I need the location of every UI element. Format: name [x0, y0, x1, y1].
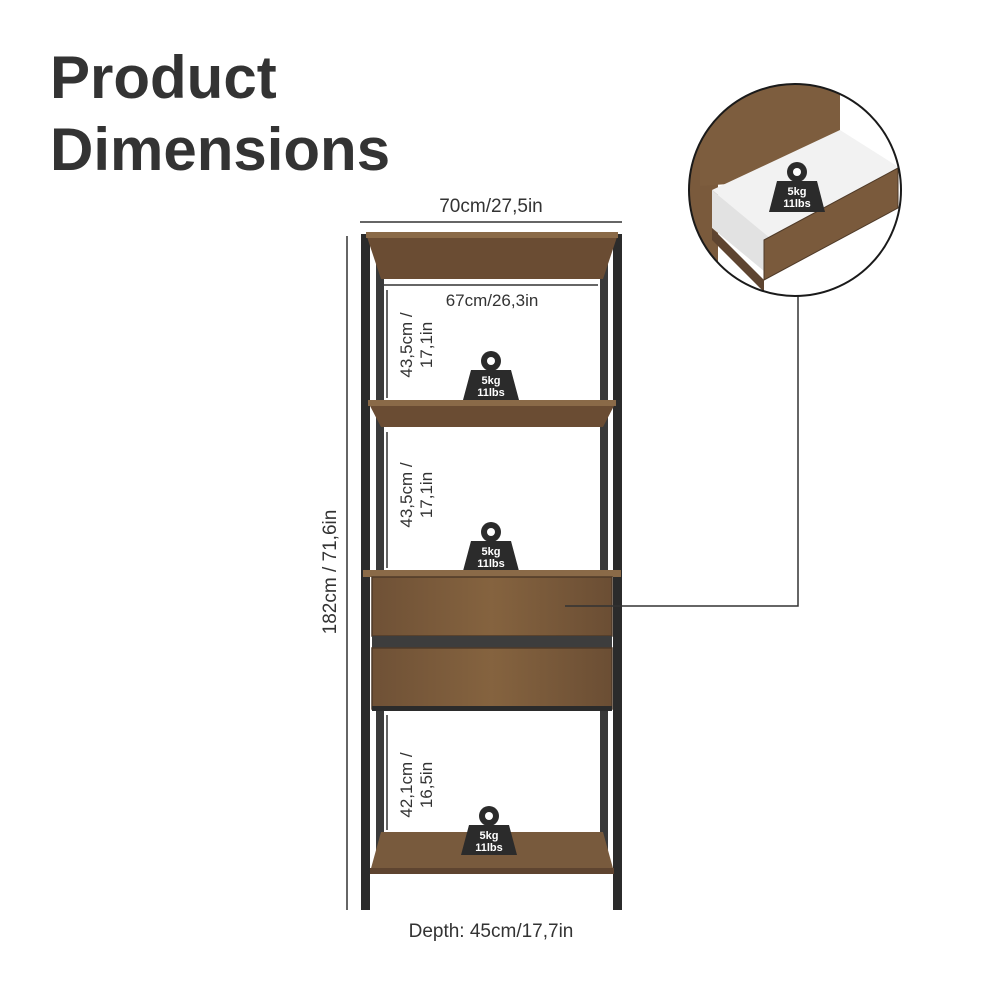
weight-bottom-lbs: 11lbs: [475, 842, 503, 854]
shelf-2-height-line-2: 17,1in: [417, 472, 436, 518]
depth-label: Depth: 45cm/17,7in: [409, 921, 574, 942]
page-title-line-1: Product: [50, 44, 277, 111]
shelf-2-height-dimension: 43,5cm / 17,1in: [386, 432, 436, 568]
shelf-3-height-line-1: 42,1cm /: [397, 752, 416, 817]
shelf-1-height-line-1: 43,5cm /: [397, 312, 416, 377]
height-label: 182cm / 71,6in: [320, 510, 341, 635]
weight-icon-bottom: 5kg 11lbs: [461, 806, 517, 855]
drawer-zoom-detail: 5kg 11lbs: [688, 83, 902, 297]
shelf-1-height-line-2: 17,1in: [417, 322, 436, 368]
height-dimension: 182cm / 71,6in: [320, 236, 348, 910]
inner-width-label: 67cm/26,3in: [446, 291, 539, 310]
shelf-2-height-line-1: 43,5cm /: [397, 462, 416, 527]
drawer-unit: [363, 570, 621, 711]
weight-drawer-kg: 5kg: [788, 186, 807, 198]
weight-bottom-kg: 5kg: [480, 830, 499, 842]
inner-width-dimension: 67cm/26,3in: [384, 284, 598, 310]
weight-drawer-lbs: 11lbs: [783, 198, 811, 210]
weight-middle-kg: 5kg: [482, 546, 501, 558]
page-title: Product Dimensions: [50, 42, 390, 186]
width-dimension: 70cm/27,5in: [360, 196, 622, 223]
width-label: 70cm/27,5in: [439, 196, 543, 217]
shelf-1-height-dimension: 43,5cm / 17,1in: [386, 290, 436, 398]
weight-icon-top: 5kg 11lbs: [463, 351, 519, 400]
page-title-line-2: Dimensions: [50, 116, 391, 183]
weight-top-lbs: 11lbs: [477, 387, 505, 399]
top-shelf: [366, 232, 618, 279]
weight-middle-lbs: 11lbs: [477, 558, 505, 570]
shelf-3-height-dimension: 42,1cm / 16,5in: [386, 715, 436, 830]
weight-top-kg: 5kg: [482, 375, 501, 387]
callout-line: [565, 296, 799, 607]
middle-shelf: [368, 400, 616, 427]
shelf-3-height-line-2: 16,5in: [417, 762, 436, 808]
weight-icon-middle: 5kg 11lbs: [463, 522, 519, 571]
